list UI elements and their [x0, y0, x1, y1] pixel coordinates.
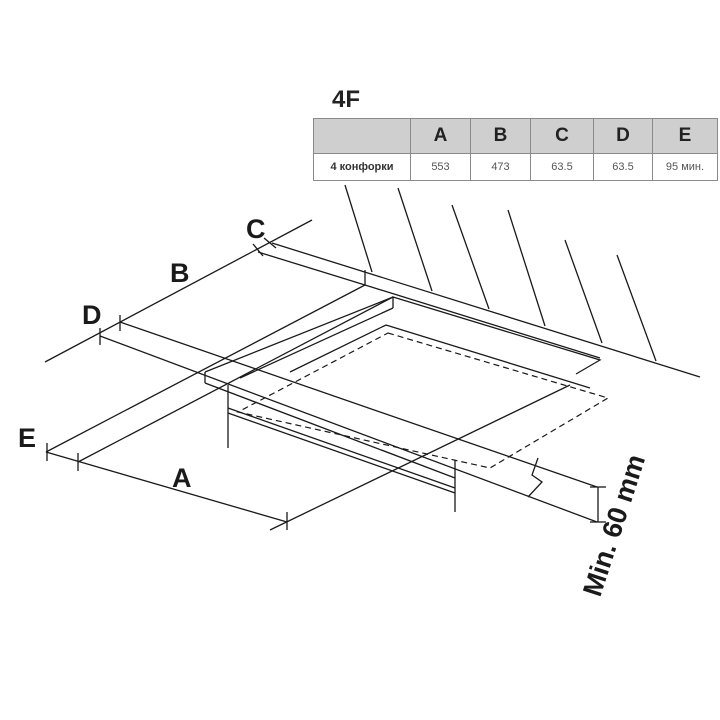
- label-b: B: [170, 258, 190, 288]
- dimensions-table: A B C D E 4 конфорки 553 473 63.5 63.5 9…: [313, 118, 718, 181]
- label-d: D: [82, 300, 102, 330]
- break-symbol: [527, 457, 543, 498]
- header-e: E: [652, 118, 718, 154]
- table-header-row: A B C D E: [313, 118, 718, 154]
- model-title: 4F: [332, 86, 361, 113]
- label-a: A: [172, 463, 192, 493]
- cell-c: 63.5: [530, 153, 594, 181]
- table-row: 4 конфорки 553 473 63.5 63.5 95 мин.: [313, 153, 718, 181]
- wall-hatching: [344, 184, 657, 362]
- min-depth-label: Min. 60 mm: [577, 451, 651, 600]
- worktop: [44, 219, 701, 531]
- label-c: C: [246, 214, 266, 244]
- label-e: E: [18, 423, 36, 453]
- hob: [204, 296, 610, 512]
- row-label: 4 конфорки: [313, 153, 411, 181]
- dimension-ticks: [45, 237, 606, 530]
- header-c: C: [530, 118, 594, 154]
- header-empty: [313, 118, 411, 154]
- cell-a: 553: [410, 153, 471, 181]
- cell-e: 95 мин.: [652, 153, 718, 181]
